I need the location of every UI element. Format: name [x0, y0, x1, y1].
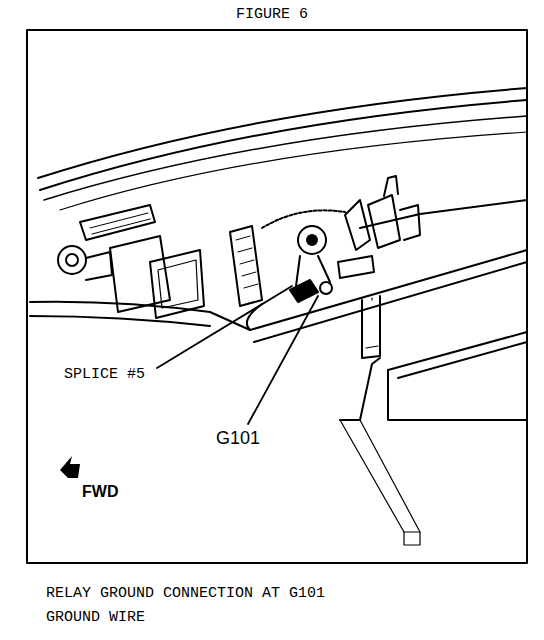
- ground-label: G101: [216, 428, 260, 450]
- leader-line: [157, 286, 292, 368]
- figure-caption: RELAY GROUND CONNECTION AT G101 GROUND W…: [46, 582, 366, 630]
- leader-line: [248, 296, 318, 424]
- figure-title: FIGURE 6: [236, 6, 308, 24]
- direction-label: FWD: [82, 482, 118, 501]
- figure-frame: [27, 30, 527, 563]
- splice-label: SPLICE #5: [64, 366, 145, 384]
- forward-arrow: [60, 456, 80, 478]
